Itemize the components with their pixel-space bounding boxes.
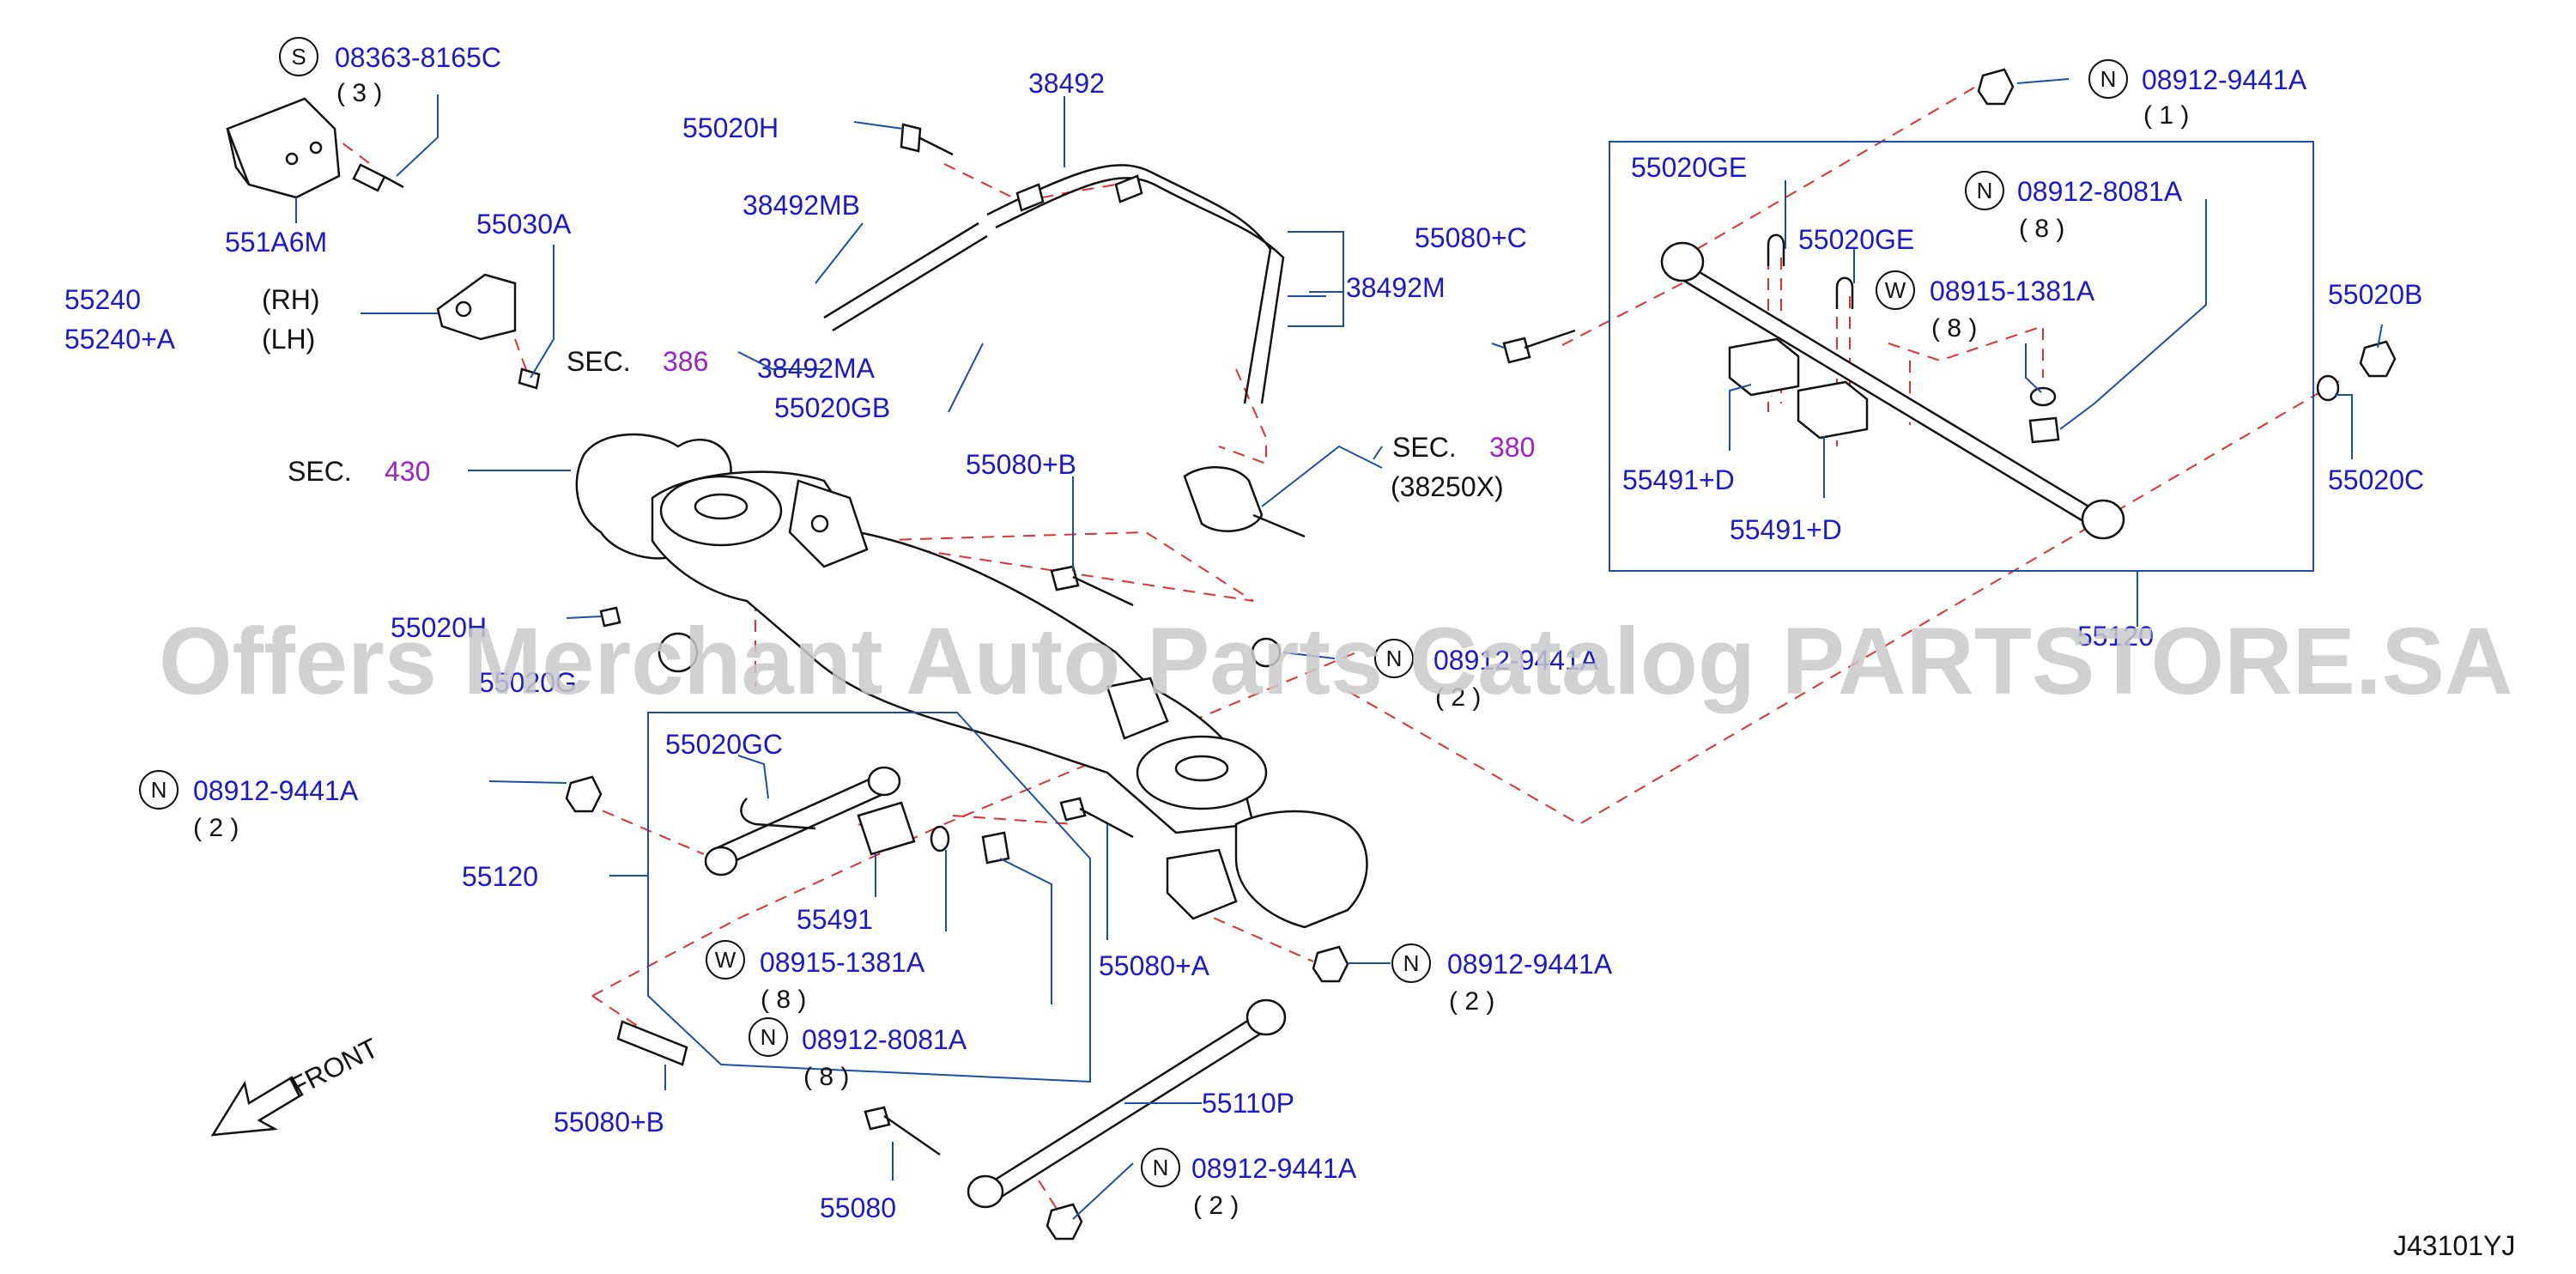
label-55491d-b: 55491+D [1730,514,1842,545]
qty-label: ( 1 ) [2143,101,2189,130]
label-55110p: 55110P [1202,1088,1294,1119]
label-38492m: 38492M [1346,272,1446,303]
label-55020b: 55020B [2328,279,2422,310]
svg-text:N: N [1153,1155,1169,1180]
sec-430-link[interactable]: 430 [385,456,430,487]
label-08912-9441a-top: 08912-9441A [2142,64,2307,95]
qty-label: ( 2 ) [1435,683,1481,712]
label-rh: (RH) [262,284,320,315]
sec-430-text: SEC. [288,456,352,487]
qty-label: ( 8 ) [761,986,806,1014]
watermark-text: Offers Merchant Auto Parts Catalog PARTS… [159,609,2512,714]
label-55020gc: 55020GC [665,729,783,760]
leader-lines [295,78,2383,1220]
label-55240a: 55240+A [64,324,176,355]
label-55120: 55120 [462,861,538,892]
svg-text:N: N [761,1024,777,1050]
label-55020c: 55020C [2328,464,2424,495]
sec-380-text: SEC. [1392,432,1457,463]
svg-text:N: N [1403,950,1420,976]
label-lh: (LH) [262,324,315,355]
circle-n-icon: N [1965,171,2004,210]
label-55080c: 55080+C [1415,222,1527,253]
label-08912-9441a-right: 08912-9441A [1447,949,1613,980]
label-55240: 55240 [64,284,141,315]
label-55120-right: 55120 [2077,621,2154,652]
svg-text:S: S [291,44,306,70]
sec-386-link[interactable]: 386 [663,346,708,377]
label-38492: 38492 [1028,68,1105,99]
circle-symbols: S N N W N N W N [139,37,2128,1187]
label-38492ma: 38492MA [757,353,876,384]
label-08915-1381a-left: 08915-1381A [760,947,925,978]
circle-w-icon: W [1876,270,1915,310]
circle-n-icon: N [1141,1148,1180,1187]
qty-label: ( 3 ) [336,79,382,107]
qty-label: ( 8 ) [1931,314,1977,343]
circle-n-icon: N [1374,639,1414,678]
label-08912-9441a-left: 08912-9441A [193,775,359,806]
label-08912-8081a-right: 08912-8081A [2017,176,2183,207]
label-08912-8081a-left: 08912-8081A [802,1024,967,1055]
circle-n-icon: N [139,770,179,810]
label-55080b-bottom: 55080+B [554,1107,664,1138]
label-55020h-mid: 55020H [391,612,487,643]
svg-text:N: N [1386,646,1403,671]
circle-n-icon: N [749,1017,788,1057]
svg-text:W: W [1885,277,1906,303]
label-55491: 55491 [797,904,873,935]
circle-n-icon: N [2088,59,2128,99]
circle-n-icon: N [1391,943,1431,983]
label-38250x: (38250X) [1391,471,1504,502]
label-55491d-a: 55491+D [1622,464,1735,495]
diagram-code: J43101YJ [2393,1230,2515,1261]
circle-w-icon: W [706,940,745,980]
qty-label: ( 8 ) [803,1063,849,1091]
label-55080: 55080 [820,1192,896,1223]
qty-label: ( 2 ) [1193,1192,1239,1220]
sec-380-link[interactable]: 380 [1489,432,1535,463]
label-55020ge-b: 55020GE [1798,224,1914,255]
label-55080b-top: 55080+B [966,449,1076,480]
qty-label: ( 8 ) [2019,215,2064,243]
label-55020h-top: 55020H [682,112,779,143]
label-55020g: 55020G [479,667,577,698]
label-08912-9441a-bottom: 08912-9441A [1191,1153,1357,1184]
part-labels: 08363-8165C ( 3 ) 551A6M 55030A 55240 55… [64,42,2424,1223]
svg-text:N: N [2100,66,2117,92]
label-55080a: 55080+A [1099,950,1210,981]
label-08363-8165c: 08363-8165C [335,42,501,73]
svg-text:N: N [151,777,167,803]
circle-s-icon: S [279,37,318,76]
label-551a6m: 551A6M [225,227,327,258]
front-direction-label: FRONT [285,1032,384,1102]
label-55020gb: 55020GB [774,392,890,423]
label-55030a: 55030A [476,209,572,240]
label-08912-9441a-mid: 08912-9441A [1433,645,1599,676]
sec-386-text: SEC. [567,346,631,377]
label-08915-1381a-right: 08915-1381A [1930,276,2095,306]
qty-label: ( 2 ) [1449,987,1494,1016]
qty-label: ( 2 ) [193,814,239,842]
svg-text:W: W [715,947,736,973]
label-38492mb: 38492MB [742,190,860,221]
svg-text:N: N [1977,178,1993,203]
part-sketches [210,68,2397,1241]
label-55020ge-a: 55020GE [1631,152,1747,183]
